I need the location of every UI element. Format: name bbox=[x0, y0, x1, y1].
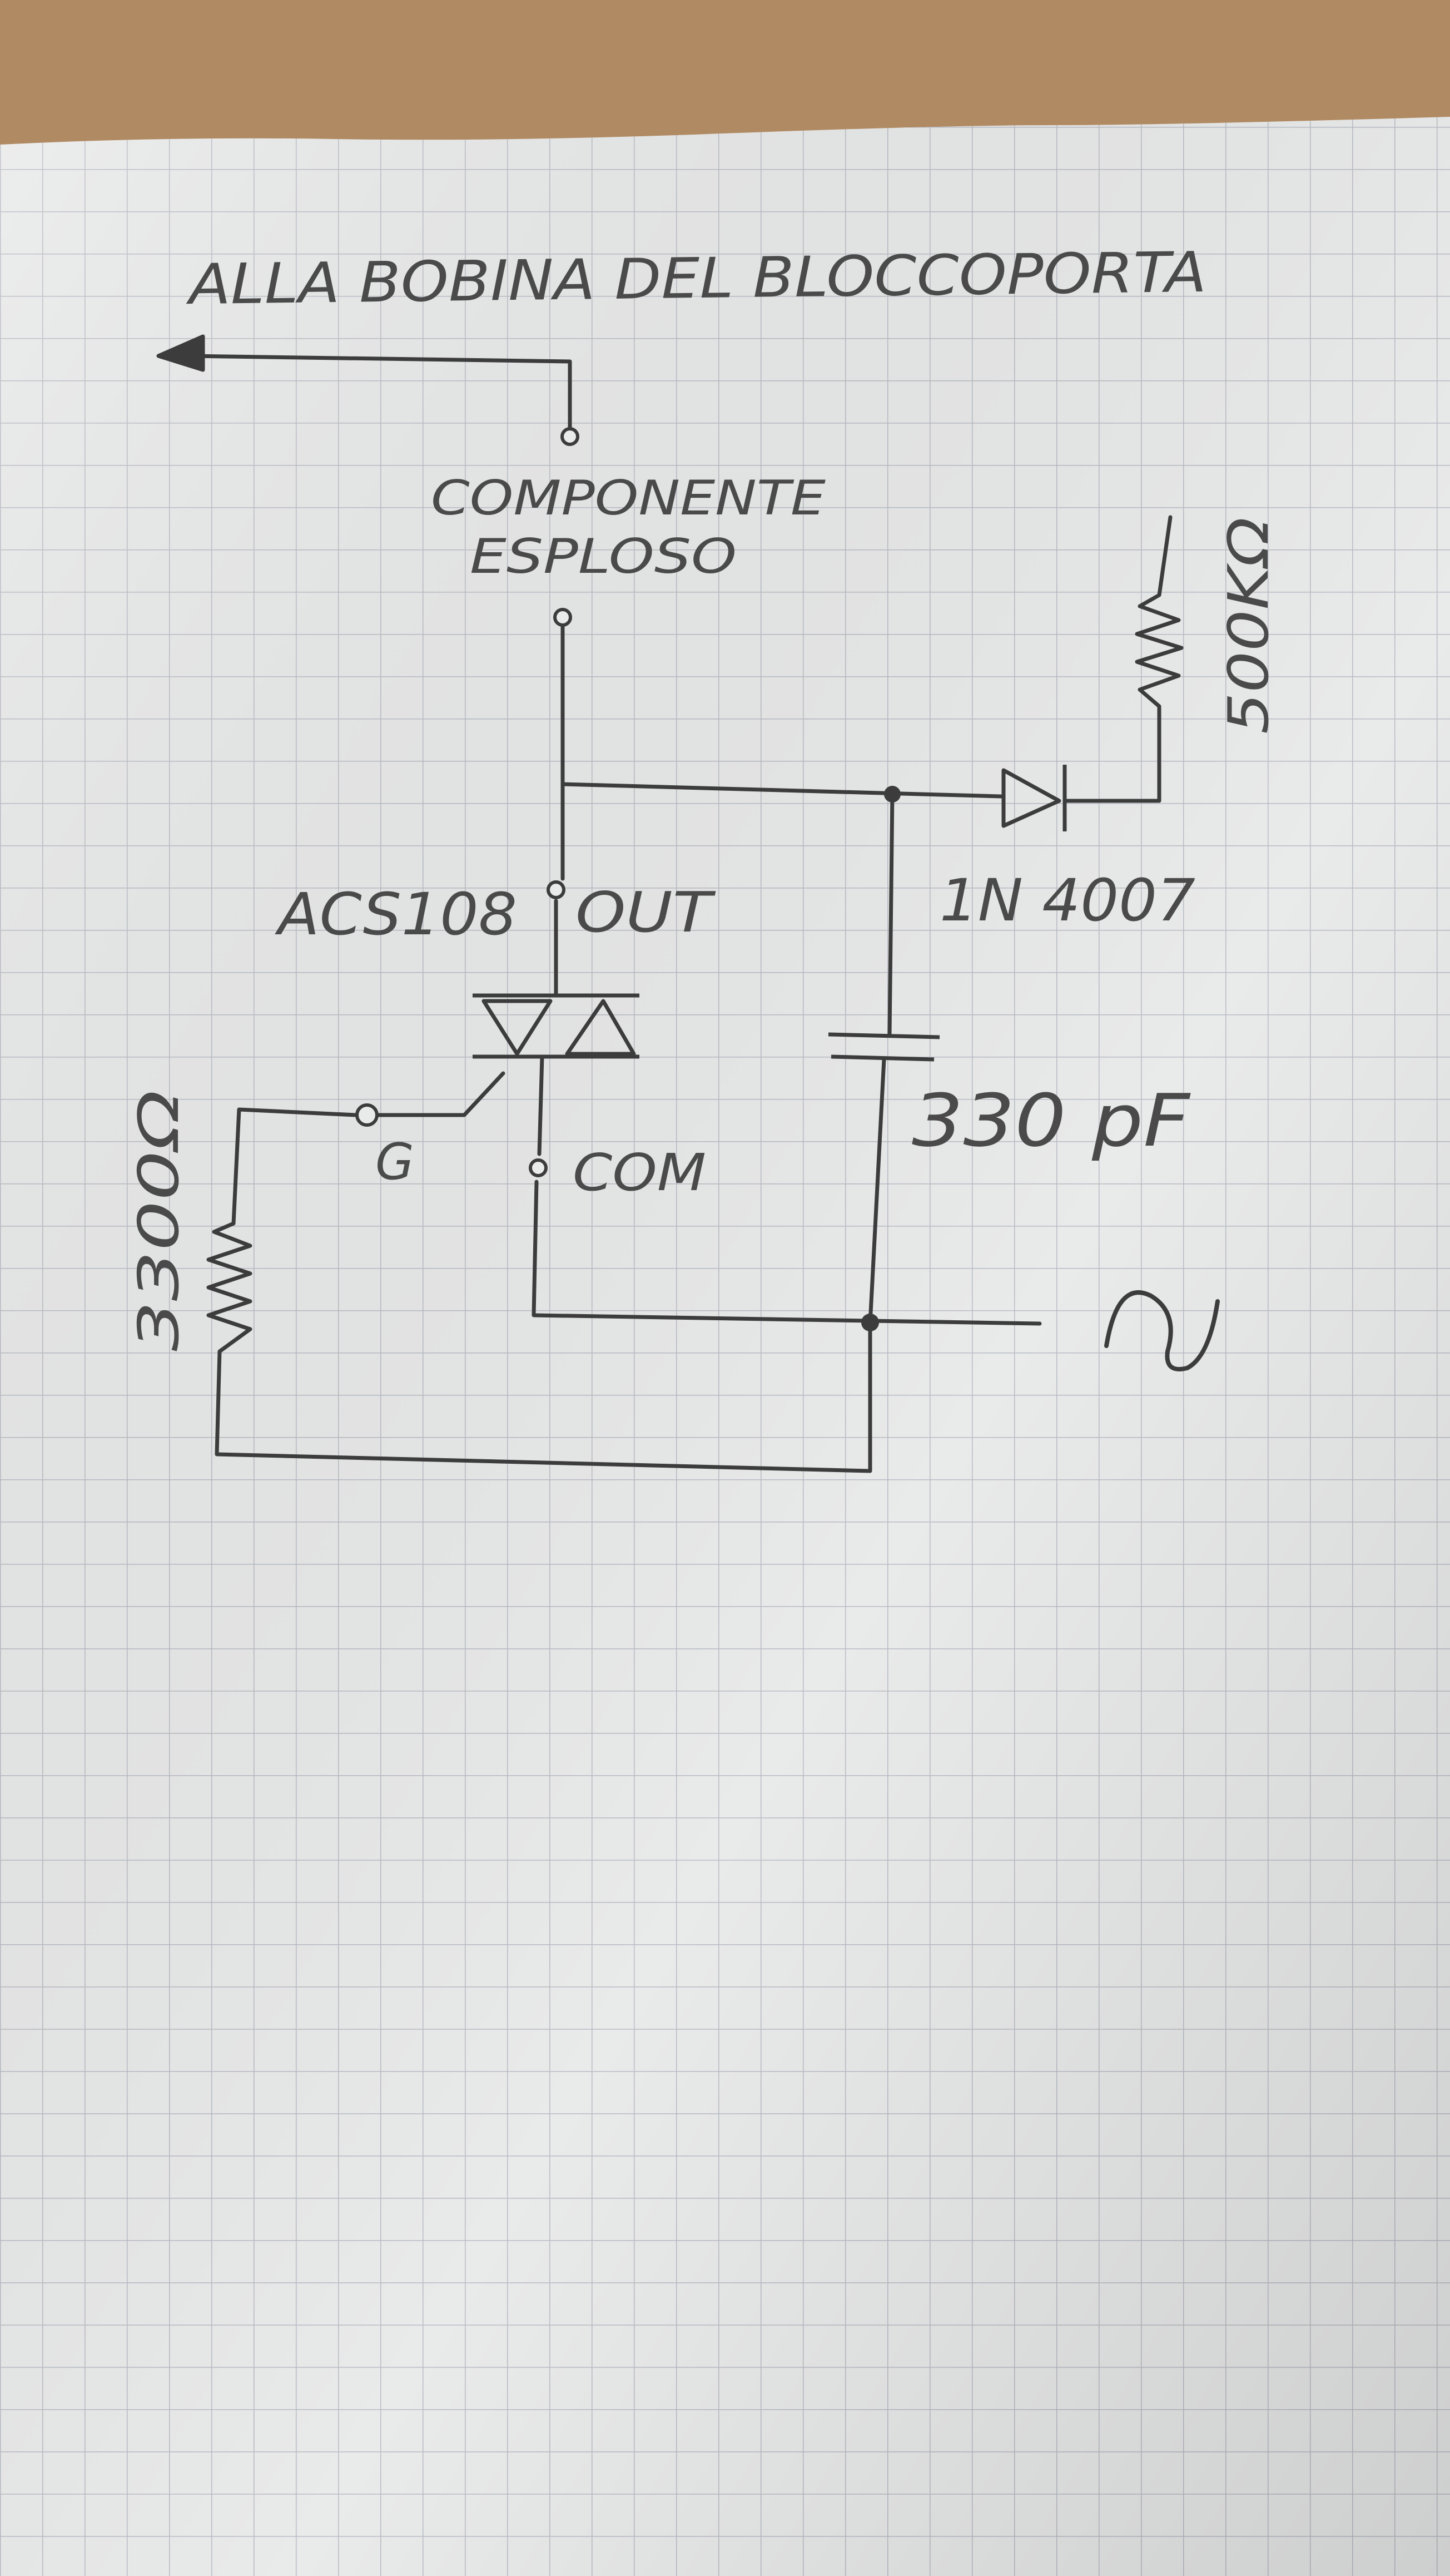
wire-gate-resistor-bottom bbox=[215, 1321, 872, 1473]
wire-gate bbox=[376, 1071, 505, 1117]
out-pin-label: OUT bbox=[575, 880, 716, 945]
terminal-coil bbox=[560, 427, 579, 446]
triac-symbol bbox=[473, 993, 639, 1059]
destination-label: ALLA BOBINA DEL BLOCCOPORTA bbox=[185, 240, 1207, 317]
terminal-out bbox=[547, 880, 565, 899]
wire-com-to-bottom bbox=[532, 1180, 1042, 1326]
paper-sheet bbox=[0, 117, 1450, 2576]
arrowhead-icon bbox=[156, 334, 205, 372]
wire-diode-to-resistor bbox=[1062, 704, 1161, 803]
ac-source-symbol bbox=[1104, 1290, 1220, 1371]
diode-symbol bbox=[1001, 765, 1067, 831]
junction-dot bbox=[861, 1314, 879, 1331]
com-pin-label: COM bbox=[573, 1143, 706, 1202]
wire-top-node bbox=[560, 782, 1003, 799]
junction-dot bbox=[884, 786, 901, 802]
capacitor-symbol bbox=[828, 1032, 940, 1062]
wire-to-coil bbox=[187, 354, 572, 433]
wire-resistor-top bbox=[1157, 515, 1173, 597]
resistor-500k-symbol bbox=[1135, 593, 1184, 708]
capacitor-label: 330 pF bbox=[912, 1078, 1191, 1163]
wire-triac-to-com bbox=[537, 1054, 544, 1156]
terminal-com bbox=[529, 1158, 548, 1177]
terminal-gate bbox=[355, 1103, 379, 1127]
diode-label: 1N 4007 bbox=[940, 866, 1195, 934]
wire-gate-resistor-top bbox=[231, 1107, 358, 1226]
fuse-label-line2: ESPLOSO bbox=[470, 529, 737, 584]
resistor-3300-label: 3300Ω bbox=[126, 1090, 191, 1351]
gate-pin-label: G bbox=[375, 1133, 414, 1191]
wire-capacitor-to-bottom bbox=[868, 1057, 886, 1326]
resistor-3300-symbol bbox=[206, 1221, 252, 1353]
terminal-fuse bbox=[553, 608, 572, 627]
resistor-500k-label: 500KΩ bbox=[1216, 517, 1281, 734]
wire-node-to-capacitor bbox=[887, 790, 895, 1037]
fuse-label-line1: COMPONENTE bbox=[431, 470, 826, 526]
triac-label: ACS108 bbox=[275, 880, 517, 948]
